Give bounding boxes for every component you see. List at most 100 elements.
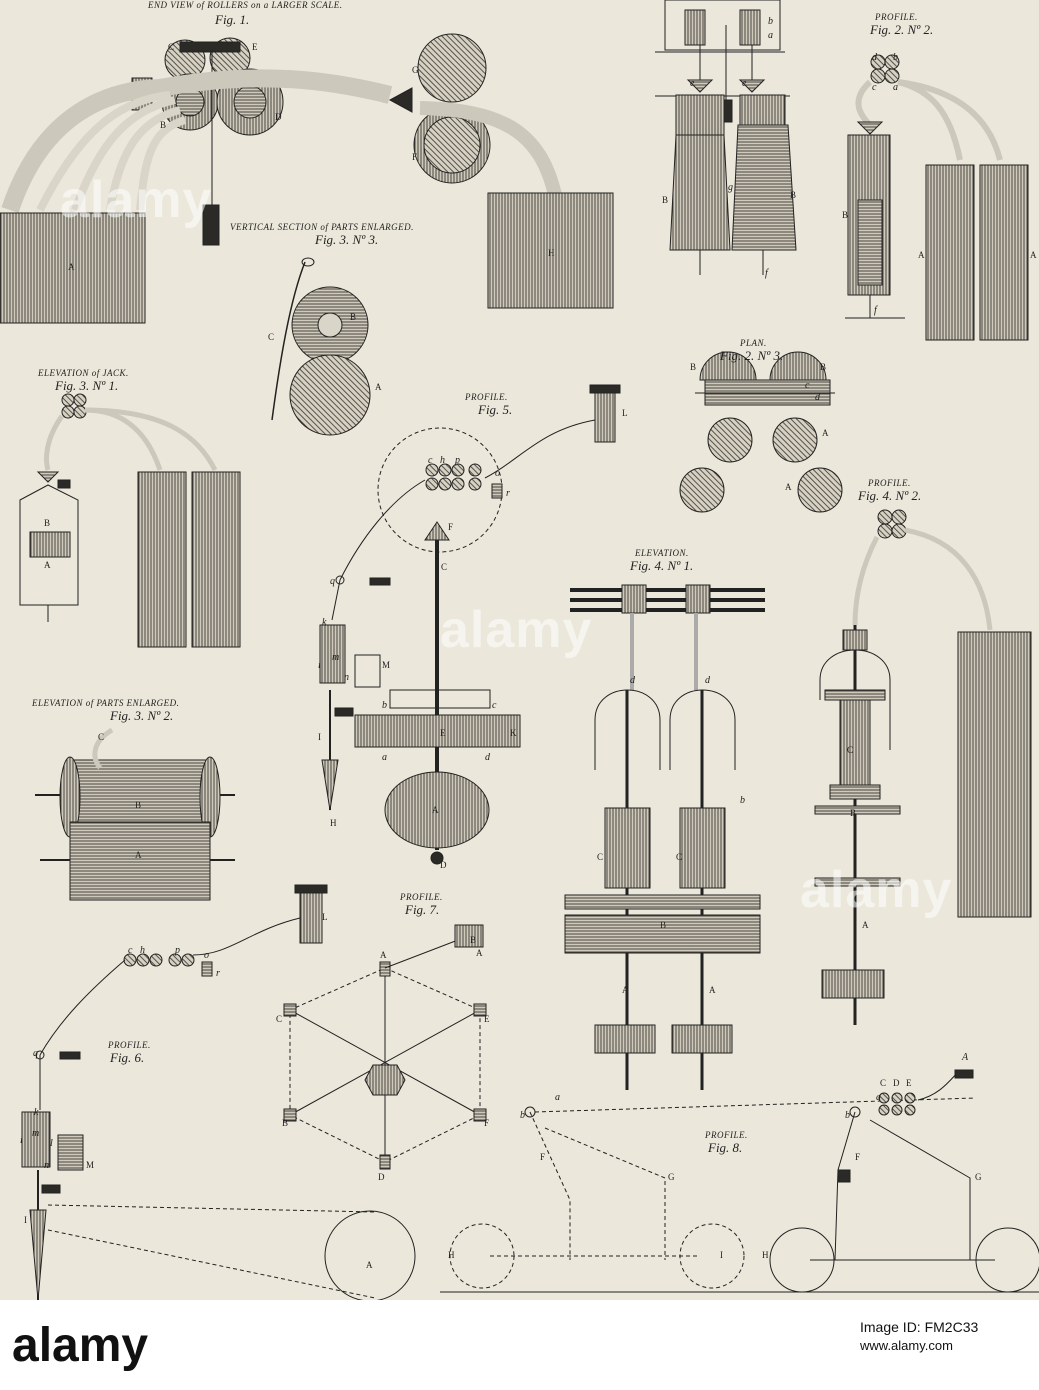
label-o: o xyxy=(495,468,500,479)
fig7-title: PROFILE. xyxy=(400,892,443,902)
label-L2: L xyxy=(322,912,328,922)
fig3n3-section xyxy=(271,257,371,436)
label-F2: F xyxy=(448,522,454,532)
label-c2: c xyxy=(805,380,810,391)
label-d2: d xyxy=(815,392,820,403)
label-A13: A xyxy=(476,948,483,958)
label-B: B xyxy=(160,120,167,130)
label-B4: B xyxy=(842,210,849,220)
label-C2: C xyxy=(268,332,275,342)
label-B11: B xyxy=(135,800,142,810)
label-f2: f xyxy=(874,305,877,316)
label-M: M xyxy=(382,660,391,670)
label-a3: a xyxy=(382,752,387,763)
fig2-bobbins xyxy=(655,0,797,275)
engraving-plate: END VIEW of ROLLERS on a LARGER SCALE. F… xyxy=(0,0,1039,1300)
label-C7: C xyxy=(98,732,105,742)
label-A3: A xyxy=(1030,250,1037,260)
label-B9: B xyxy=(660,920,667,930)
label-A12: A xyxy=(135,850,142,860)
fig6-title: PROFILE. xyxy=(108,1040,151,1050)
label-B13: B xyxy=(282,1118,289,1128)
label-A11: A xyxy=(862,920,869,930)
label-l: l xyxy=(50,1138,53,1149)
label-D: D xyxy=(275,112,282,122)
label-C5: C xyxy=(676,852,683,862)
label-M2: M xyxy=(86,1160,95,1170)
label-I: I xyxy=(318,732,321,742)
fig8-profile xyxy=(440,1069,1039,1293)
label-B12: B xyxy=(470,935,477,945)
fig4n2-profile xyxy=(814,509,1032,1025)
label-B5: B xyxy=(350,312,357,322)
label-b3: b xyxy=(382,700,387,711)
label-A10: A xyxy=(709,985,716,995)
label-c: c xyxy=(872,82,877,93)
fig6-label: Fig. 6. xyxy=(110,1050,145,1065)
label-G: G xyxy=(412,65,419,75)
alamy-logo[interactable]: alamy xyxy=(12,1319,149,1372)
label-L: L xyxy=(622,408,628,418)
fig3n2-title: ELEVATION of PARTS ENLARGED. xyxy=(32,698,180,708)
fig4n2-label: Fig. 4. Nº 2. xyxy=(858,488,922,503)
label-E4: E xyxy=(906,1078,912,1088)
label-G2: G xyxy=(668,1172,675,1182)
label-o2: o xyxy=(204,950,209,961)
label-B2: B xyxy=(662,195,669,205)
label-B10: B xyxy=(850,808,857,818)
fig2n3-plan xyxy=(679,351,843,513)
label-A14: A xyxy=(380,950,387,960)
site-url[interactable]: www.alamy.com xyxy=(860,1338,953,1353)
fig2n3-label: Fig. 2. Nº 3. xyxy=(720,348,784,363)
label-B6: B xyxy=(690,362,697,372)
label-c3: c xyxy=(428,455,433,466)
label-b5: b xyxy=(520,1110,525,1121)
label-E2: E xyxy=(440,728,446,738)
label-I2: I xyxy=(24,1215,27,1225)
label-d3: d xyxy=(485,752,490,763)
label-C6: C xyxy=(847,745,854,755)
fig6-profile xyxy=(21,884,416,1300)
label-C9: C xyxy=(880,1078,887,1088)
label-C4: C xyxy=(597,852,604,862)
spinning-machinery-diagram xyxy=(0,0,1039,1300)
label-b4: b xyxy=(740,795,745,806)
label-c4: c xyxy=(492,700,497,711)
label-D4: D xyxy=(893,1078,900,1088)
label-D2: D xyxy=(440,860,447,870)
label-B8: B xyxy=(44,518,51,528)
label-d5: d xyxy=(705,675,710,686)
label-A2: A xyxy=(918,250,925,260)
fig3n2-parts xyxy=(35,727,235,901)
label-k2: k xyxy=(34,1107,39,1118)
fig4n1-title: ELEVATION. xyxy=(635,548,689,558)
fig3n1-label: Fig. 3. Nº 1. xyxy=(55,378,119,393)
label-m: m xyxy=(332,652,340,663)
label-A4: A xyxy=(375,382,382,392)
fig5-label: Fig. 5. xyxy=(478,402,513,417)
fig8-label: Fig. 8. xyxy=(708,1140,743,1155)
label-h2: h xyxy=(140,945,145,956)
label-B7: B xyxy=(820,362,827,372)
label-C3: C xyxy=(441,562,448,572)
fig5-title: PROFILE. xyxy=(465,392,508,402)
label-i2: i xyxy=(20,1135,23,1146)
label-b: b xyxy=(768,16,773,27)
label-g: g xyxy=(728,182,733,193)
fig3n2-label: Fig. 3. Nº 2. xyxy=(110,708,174,723)
label-p2: p xyxy=(175,945,180,956)
label-b6: b xyxy=(845,1110,850,1121)
label-C8: C xyxy=(276,1014,283,1024)
fig2n2-title: PROFILE. xyxy=(875,12,918,22)
fig4n1-label: Fig. 4. Nº 1. xyxy=(630,558,694,573)
label-H2: H xyxy=(330,818,337,828)
label-A8: A xyxy=(432,805,439,815)
label-h: h xyxy=(440,455,445,466)
footer-bar: alamy Image ID: FM2C33 www.alamy.com xyxy=(0,1300,1039,1390)
label-i: i xyxy=(318,660,321,671)
fig5-profile xyxy=(319,384,621,865)
label-c5: c xyxy=(128,945,133,956)
label-a2: a xyxy=(893,82,898,93)
label-A15: A xyxy=(366,1260,373,1270)
label-I3: I xyxy=(720,1250,723,1260)
